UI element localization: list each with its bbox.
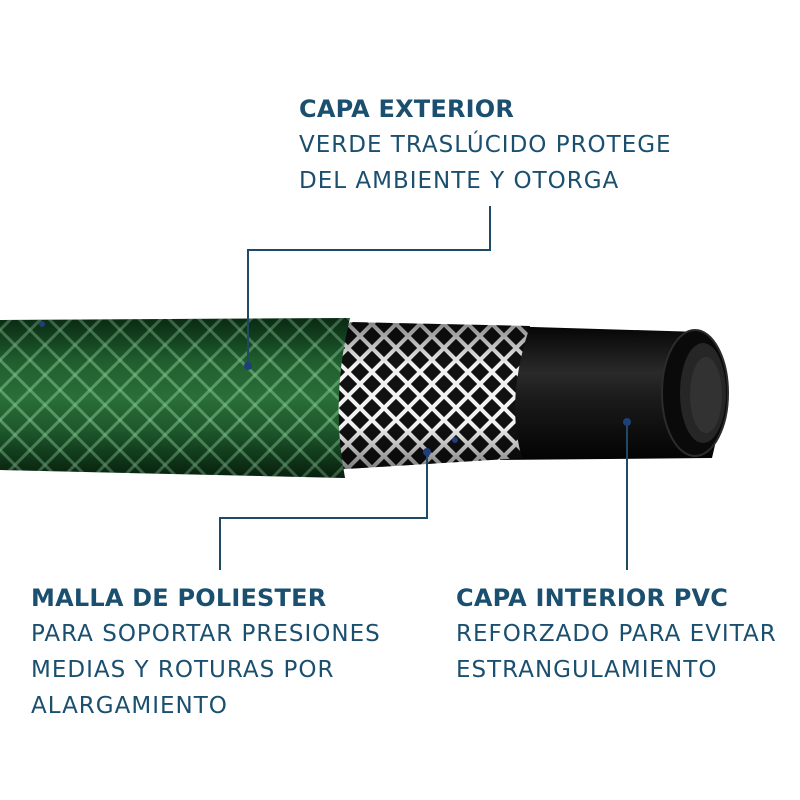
callout-title: CAPA INTERIOR PVC — [456, 584, 729, 612]
leader-line-outer — [247, 206, 491, 362]
leader-dot-inner — [623, 418, 631, 426]
callout-text: PARA SOPORTAR PRESIONES — [31, 621, 381, 647]
callout-text: REFORZADO PARA EVITAR — [456, 621, 777, 647]
leader-dot-outer — [244, 362, 252, 370]
callout-text: DEL AMBIENTE Y OTORGA — [299, 168, 620, 194]
polyester-mesh-layer — [318, 322, 530, 470]
inner-pvc-layer — [500, 326, 729, 460]
leader-dots — [39, 321, 631, 456]
callout-text: VERDE TRASLÚCIDO PROTEGE — [299, 132, 672, 158]
leader-line-mesh — [219, 450, 428, 570]
callout-inner-layer: CAPA INTERIOR PVC REFORZADO PARA EVITAR … — [456, 580, 777, 688]
callout-title: CAPA EXTERIOR — [299, 95, 515, 123]
callout-text: ESTRANGULAMIENTO — [456, 657, 718, 683]
leader-lines — [219, 206, 628, 570]
callout-mesh-layer: MALLA DE POLIESTER PARA SOPORTAR PRESION… — [31, 580, 381, 724]
callout-title: MALLA DE POLIESTER — [31, 584, 327, 612]
leader-dot-mesh — [423, 448, 431, 456]
callout-text: MEDIAS Y ROTURAS POR — [31, 657, 335, 683]
callout-outer-layer: CAPA EXTERIOR VERDE TRASLÚCIDO PROTEGE D… — [299, 91, 672, 199]
callout-text: ALARGAMIENTO — [31, 693, 228, 719]
outer-green-layer — [0, 318, 350, 478]
